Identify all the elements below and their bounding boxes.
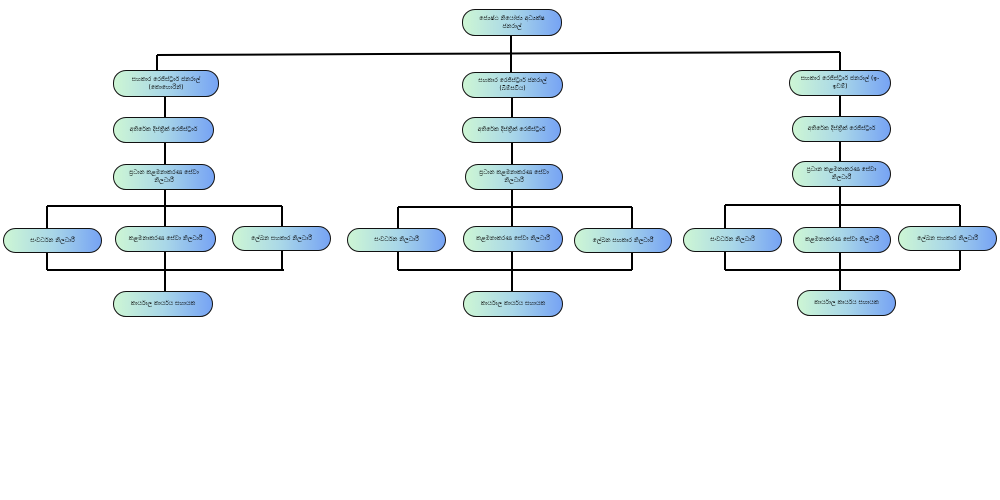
node-mso: කළමනාකරණ සේවා නිලධාරී	[463, 226, 563, 252]
node-chief-mso: ප්‍රධාන කළමනාකරණ සේවා නිලධාරී	[113, 164, 215, 190]
node-senior-deputy-director-general: ජ්‍යෙෂ්ඨ නියෝජ්‍ය අධ්‍යක්ෂ ජනරාල්	[462, 9, 562, 36]
node-additional-district-registrar: අතිරේක දිස්ත්‍රික් රෙජිස්ට්‍රාර්	[113, 117, 214, 143]
node-asst-registrar-general: සහකාර රෙජිස්ට්‍රාර් ජනරාල් (කොහොරින්)	[113, 70, 219, 97]
node-clerical-assistant: ලේඛන සහකාර නිලධාරී	[232, 226, 331, 251]
node-asst-registrar-general: සහකාර රෙජිස්ට්‍රාර් ජනරාල් (ඉ-ඉඩම්)	[789, 70, 891, 96]
node-clerical-assistant: ලේඛන සහකාර නිලධාරී	[574, 228, 672, 253]
node-mso: කළමනාකරණ සේවා නිලධාරී	[115, 226, 216, 252]
node-office-assistant: කාර්යාල කාර්යය සහායක	[463, 291, 563, 317]
node-chief-mso: ප්‍රධාන කළමනාකරණ සේවා නිලධාරී	[465, 164, 563, 190]
node-development-officer: සංවර්ධන නිලධාරී	[3, 228, 102, 253]
node-additional-district-registrar: අතිරේක දිස්ත්‍රික් රෙජිස්ට්‍රාර්	[462, 117, 561, 143]
node-chief-mso: ප්‍රධාන කළමනාකරණ සේවා නිලධාරී	[792, 161, 891, 187]
node-development-officer: සංවර්ධන නිලධාරී	[347, 228, 446, 252]
node-additional-district-registrar: අතිරේක දිස්ත්‍රික් රෙජිස්ට්‍රාර්	[792, 116, 891, 142]
node-development-officer: සංවර්ධන නිලධාරී	[683, 228, 782, 252]
node-office-assistant: කාර්යාල කාර්යය සහායක	[797, 290, 896, 316]
node-office-assistant: කාර්යාල කාර්යය සහායක	[113, 291, 213, 317]
node-mso: කළමනාකරණ සේවා නිලධාරී	[793, 227, 891, 253]
node-asst-registrar-general: සහකාර රෙජිස්ට්‍රාර් ජනරාල් (බිම්සවිය)	[462, 72, 563, 98]
node-clerical-assistant: ලේඛන සහකාර නිලධාරී	[898, 226, 997, 251]
